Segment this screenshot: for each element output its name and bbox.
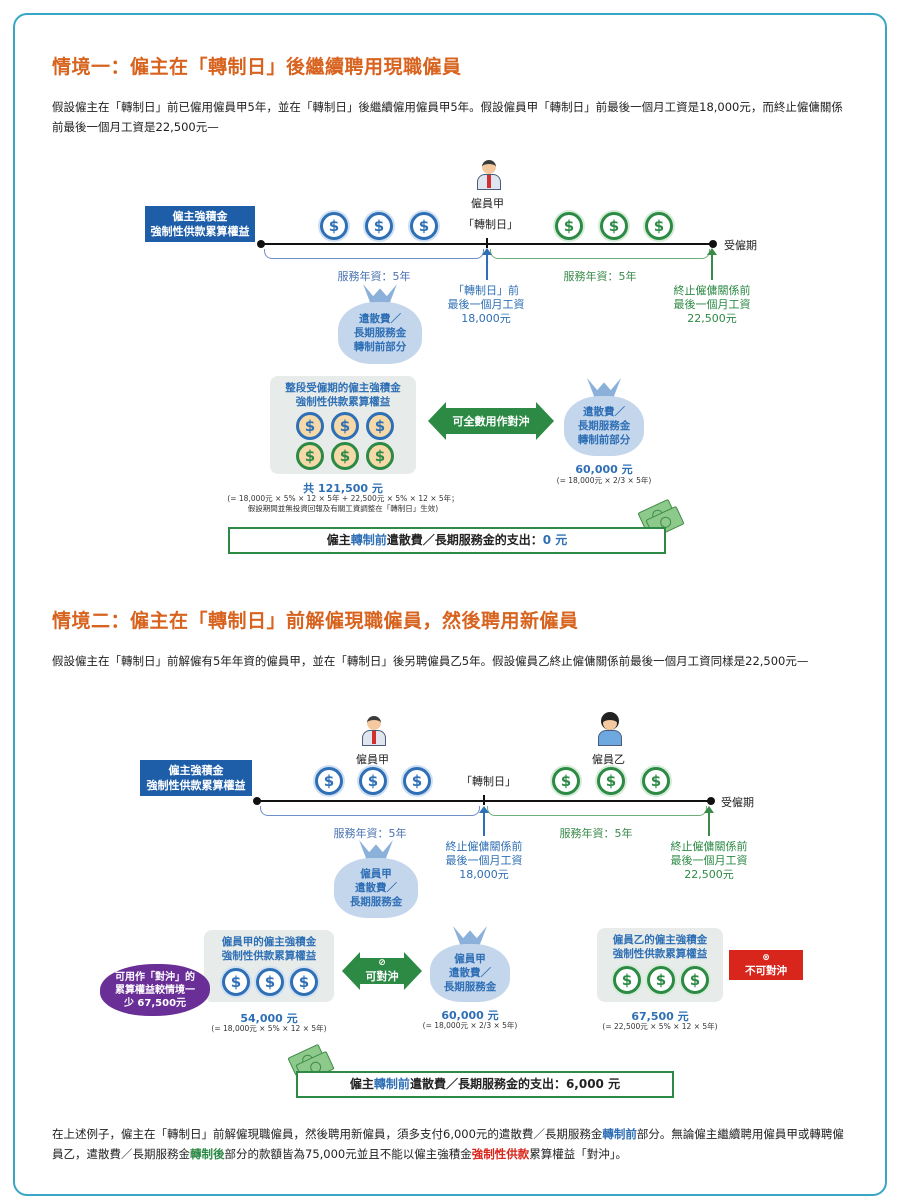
dollar-coin-icon: $	[315, 767, 343, 795]
formula-a: (= 18,000元 × 5% × 12 × 5年)	[211, 1024, 327, 1033]
panel-title: 整段受僱期的僱主強積金強制性供款累算權益	[285, 382, 401, 408]
dollar-coin-icon: $	[552, 767, 580, 795]
transition-day-label: 「轉制日」	[461, 775, 516, 788]
employee-b-label: 僱員乙	[592, 753, 625, 766]
dollar-coin-icon: $	[365, 212, 393, 240]
scenario1-paragraph: 假設僱主在「轉制日」前已僱用僱員甲5年，並在「轉制日」後繼續僱用僱員甲5年。假設…	[52, 100, 843, 134]
dollar-coin-icon: $	[647, 966, 675, 994]
formula-bag: (= 18,000元 × 2/3 × 5年)	[422, 1021, 518, 1030]
check-icon: ⊘	[378, 958, 386, 968]
timeline-end	[707, 797, 715, 805]
dollar-coin-icon: $	[613, 966, 641, 994]
dollar-coin-icon: $	[366, 412, 394, 440]
bag2-amount: 60,000 元	[575, 463, 633, 476]
timeline-tick	[486, 238, 488, 248]
money-bag-icon: 遣散費／長期服務金轉制前部分	[338, 284, 422, 364]
panel-a-title: 僱員甲的僱主強積金強制性供款累算權益	[221, 936, 317, 962]
service-brace-right	[487, 806, 707, 816]
mpf-box: 僱主強積金強制性供款累算權益	[140, 760, 252, 796]
offset-arrow-label: 可對沖	[365, 970, 399, 983]
timeline-start	[253, 797, 261, 805]
arrow-up-icon	[479, 806, 489, 836]
dollar-coin-icon: $	[290, 968, 318, 996]
page-frame	[13, 13, 887, 1196]
dollar-coin-icon: $	[642, 767, 670, 795]
employee-b-icon	[597, 716, 623, 746]
panel-b-title: 僱員乙的僱主強積金強制性供款累算權益	[612, 934, 708, 960]
employment-period-label: 受僱期	[721, 796, 754, 809]
result-box: 僱主轉制前遣散費／長期服務金的支出：6,000 元	[296, 1071, 674, 1098]
service-left-label: 服務年資：5年	[337, 270, 411, 283]
employment-period-label: 受僱期	[724, 239, 757, 252]
dollar-coin-icon: $	[681, 966, 709, 994]
dollar-coin-icon: $	[331, 442, 359, 470]
conclusion-paragraph: 在上述例子，僱主在「轉制日」前解僱現職僱員，然後聘用新僱員，須多支付6,000元…	[52, 1127, 844, 1161]
dollar-coin-icon: $	[410, 212, 438, 240]
formula-b: (= 22,500元 × 5% × 12 × 5年)	[602, 1022, 718, 1031]
service-brace-left	[260, 806, 480, 816]
service-brace-right	[490, 249, 710, 259]
offset-arrow-label: 可全數用作對沖	[452, 415, 530, 428]
timeline-tick	[483, 795, 485, 805]
not-offset-label: 不可對沖	[745, 965, 787, 977]
not-offset-tag: ⊗ 不可對沖	[729, 950, 803, 980]
money-bag-icon: 遣散費／長期服務金轉制前部分	[564, 378, 644, 456]
mpf-box-line1: 僱主強積金	[172, 210, 228, 223]
mpf-box-line2: 強制性供款累算權益	[150, 225, 250, 238]
dollar-coin-icon: $	[222, 968, 250, 996]
result-box: 僱主轉制前遣散費／長期服務金的支出：0 元	[228, 527, 666, 554]
mpf-box: 僱主強積金 強制性供款累算權益	[145, 206, 255, 242]
transition-day-label: 「轉制日」	[463, 218, 518, 231]
employee-a-icon	[361, 716, 387, 746]
amount-b: 67,500 元	[631, 1010, 689, 1023]
timeline-end	[709, 240, 717, 248]
dollar-coin-icon: $	[555, 212, 583, 240]
total-formula: (= 18,000元 × 5% × 12 × 5年 + 22,500元 × 5%…	[227, 494, 459, 513]
dollar-coin-icon: $	[331, 412, 359, 440]
offset-arrow: 可全數用作對沖	[428, 402, 554, 440]
offset-arrow: ⊘ 可對沖	[342, 952, 422, 990]
total-amount: 共 121,500 元	[303, 482, 383, 495]
cross-icon: ⊗	[762, 953, 770, 963]
arrow-up-icon	[707, 248, 717, 280]
money-bag-icon: 僱員甲遣散費／長期服務金	[334, 840, 418, 918]
service-brace-left	[264, 249, 484, 259]
dollar-coin-icon: $	[366, 442, 394, 470]
bag2-formula: (= 18,000元 × 2/3 × 5年)	[556, 476, 652, 485]
service-left-label: 服務年資：5年	[333, 827, 407, 840]
dollar-coin-icon: $	[256, 968, 284, 996]
employee-a-label: 僱員甲	[471, 197, 504, 210]
money-bag-icon: 僱員甲遣散費／長期服務金	[430, 926, 510, 1002]
dollar-coin-icon: $	[296, 442, 324, 470]
savings-cloud: 可用作「對沖」的累算權益較情境一少 67,500元	[100, 964, 210, 1016]
amount-a: 54,000 元	[240, 1012, 298, 1025]
service-right-label: 服務年資：5年	[563, 270, 637, 283]
employee-a-icon	[476, 160, 502, 190]
scenario2-title: 情境二：僱主在「轉制日」前解僱現職僱員，然後聘用新僱員	[52, 610, 579, 632]
dollar-coin-icon: $	[296, 412, 324, 440]
dollar-coin-icon: $	[320, 212, 348, 240]
dollar-coin-icon: $	[359, 767, 387, 795]
dollar-coin-icon: $	[645, 212, 673, 240]
employee-a-label: 僱員甲	[356, 753, 389, 766]
dollar-coin-icon: $	[403, 767, 431, 795]
dollar-coin-icon: $	[597, 767, 625, 795]
scenario1-title: 情境一：僱主在「轉制日」後繼續聘用現職僱員	[52, 56, 462, 78]
scenario2-paragraph: 假設僱主在「轉制日」前解僱有5年年資的僱員甲，並在「轉制日」後另聘僱員乙5年。假…	[52, 654, 809, 668]
arrow-up-icon	[482, 248, 492, 280]
amount-bag: 60,000 元	[441, 1009, 499, 1022]
arrow-up-icon	[704, 806, 714, 836]
service-right-label: 服務年資：5年	[559, 827, 633, 840]
timeline-start	[257, 240, 265, 248]
dollar-coin-icon: $	[600, 212, 628, 240]
